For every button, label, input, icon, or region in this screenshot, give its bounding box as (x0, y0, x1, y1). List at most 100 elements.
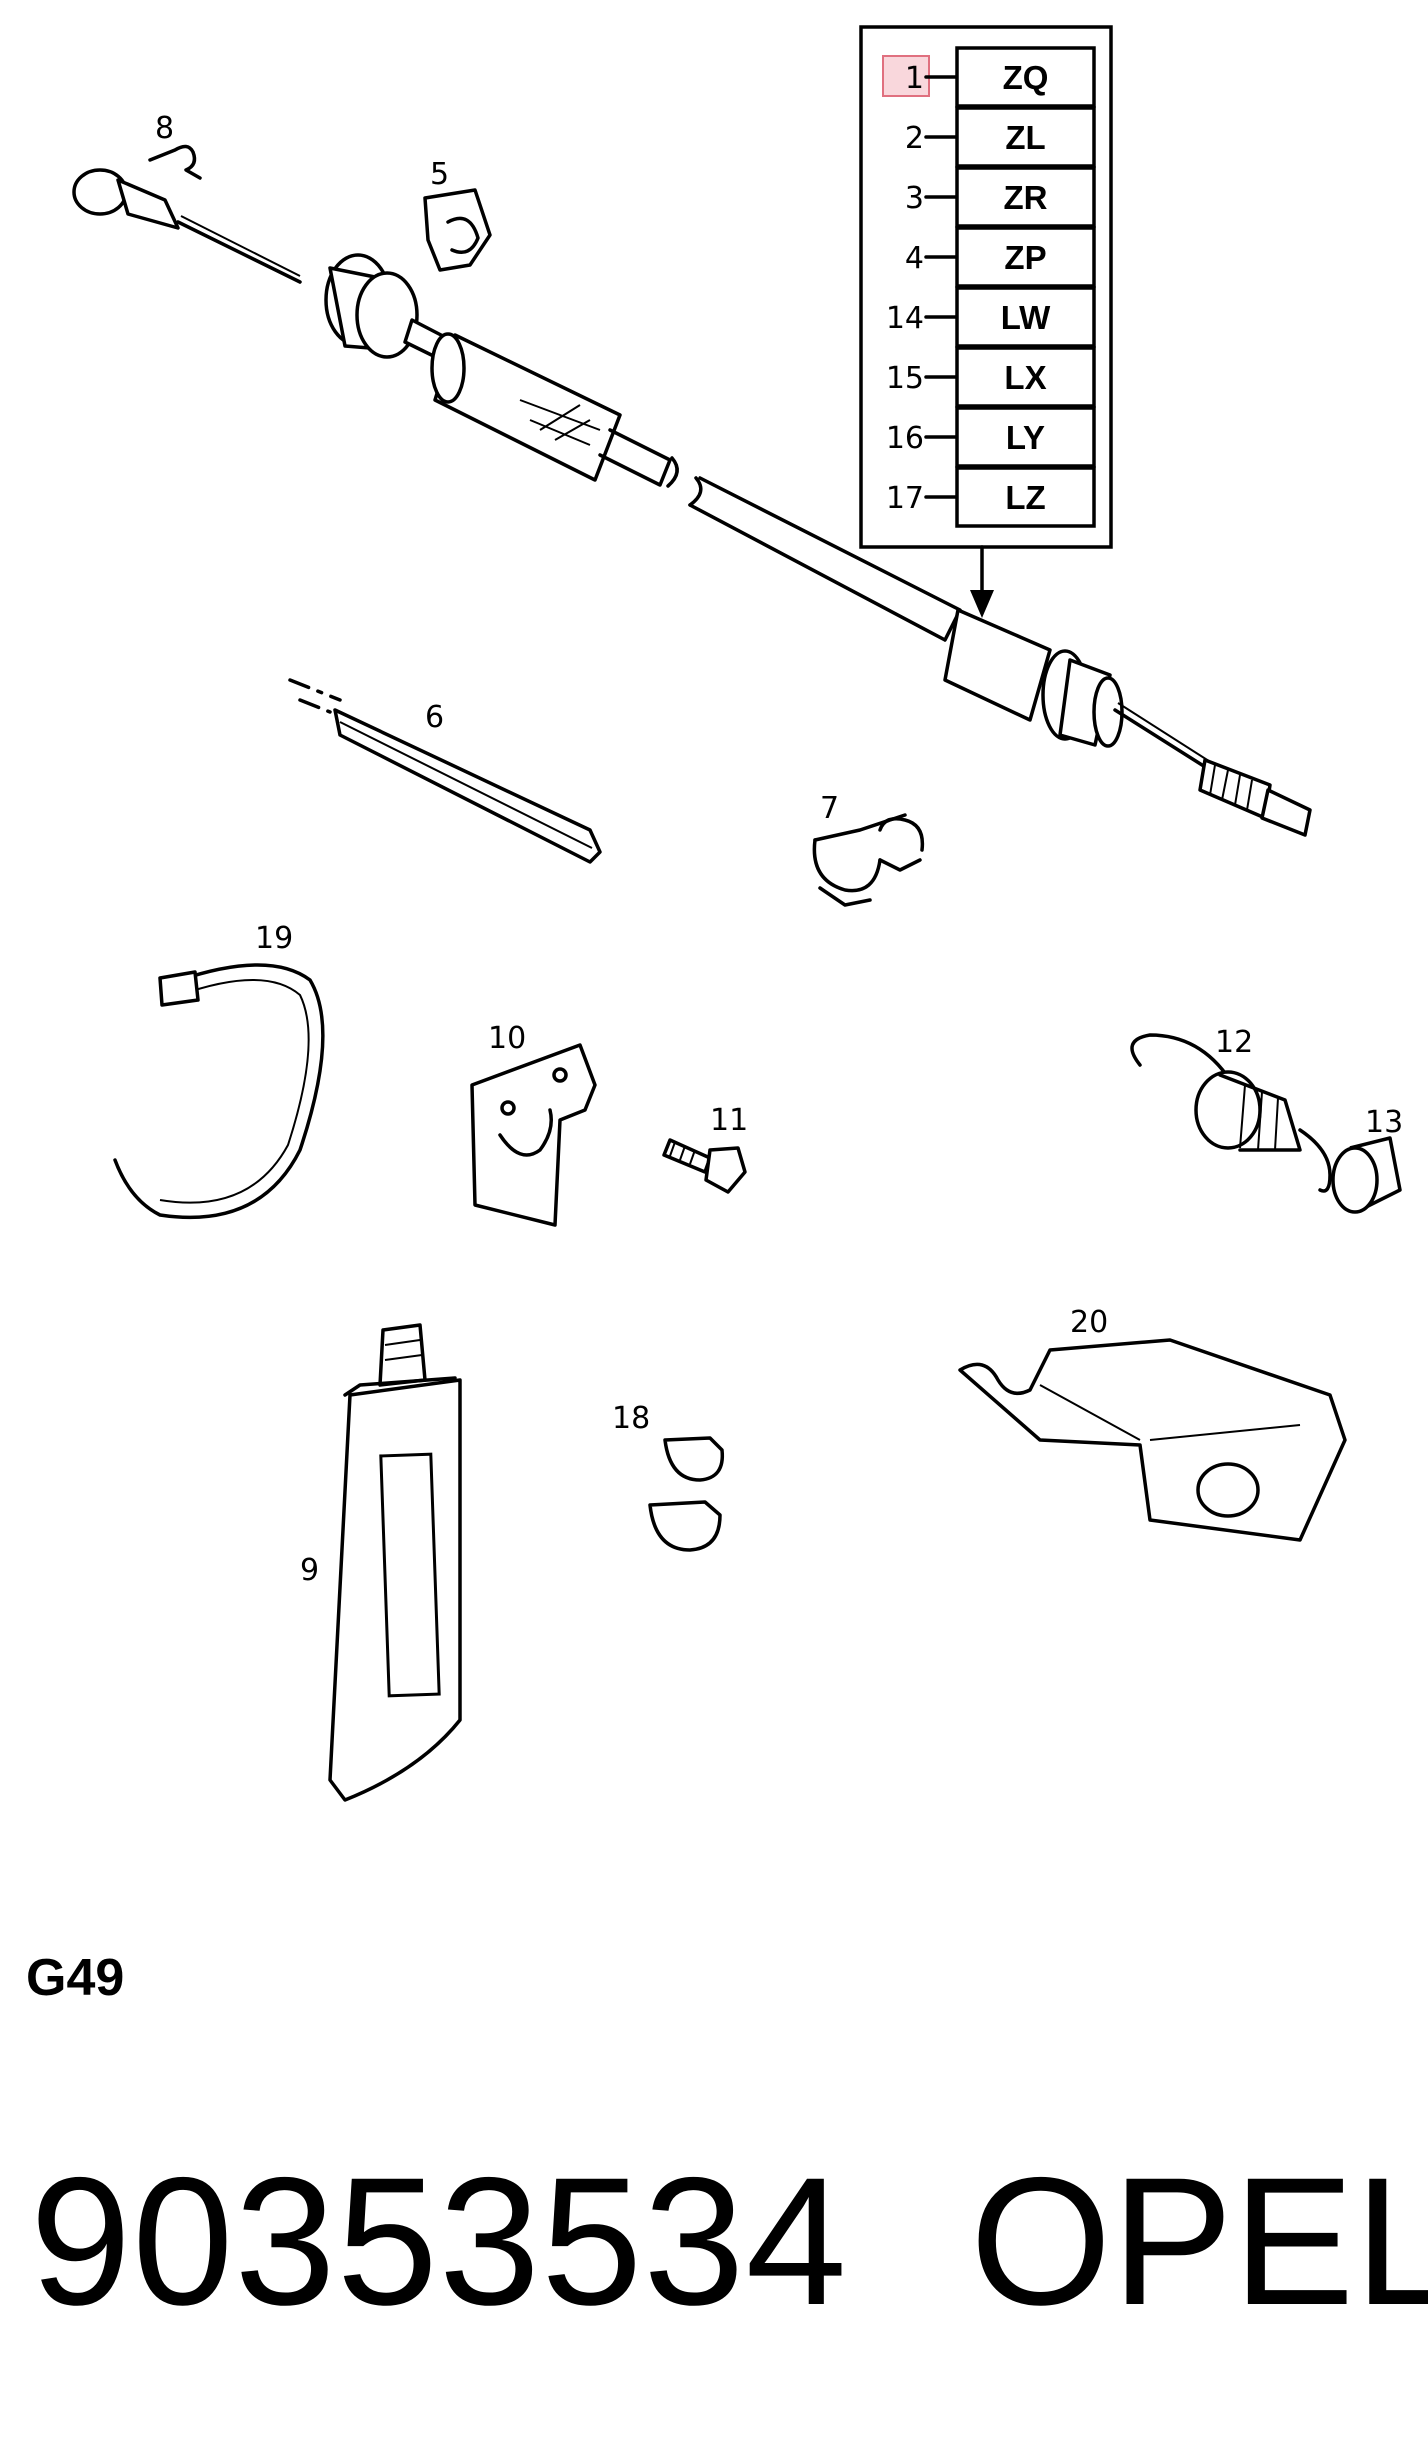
tube-9-cap-ridges (384, 1339, 423, 1361)
band-19-outer (113, 963, 325, 1220)
part-12-spring: 12 (1130, 1025, 1332, 1193)
spring-12-hook-left (1130, 1033, 1232, 1082)
cable-ball-end (72, 168, 128, 216)
variant-code-box (955, 286, 1096, 348)
front-ferrule (943, 608, 1052, 722)
strip-6-dashes (288, 678, 342, 714)
variant-number: 17 (886, 481, 924, 516)
variant-number: 15 (886, 361, 924, 396)
variant-row: 15 LX (886, 346, 1096, 408)
cable-inner-wire-right-b (1117, 702, 1213, 764)
leader-arrow-head (970, 590, 994, 618)
part-number: 90353534 (30, 2139, 848, 2343)
variant-row: 14 LW (886, 286, 1096, 348)
clip-7-base (818, 858, 922, 907)
clip-7-left (812, 838, 882, 893)
bracket-20-edges (1039, 1384, 1301, 1441)
part-20-bracket: 20 (958, 1305, 1347, 1542)
variant-code-box (955, 346, 1096, 408)
clip-18-lower (648, 1500, 722, 1552)
bracket-10-hole-2 (552, 1067, 568, 1083)
variant-row: 17 LZ (886, 466, 1096, 528)
clip-5-body (423, 188, 492, 272)
spring-12-coil-lines (1239, 1084, 1279, 1151)
part-8-clip: 8 (148, 111, 202, 180)
variant-number: 3 (905, 181, 924, 216)
variant-highlight (882, 55, 930, 97)
callout-20: 20 (1070, 1305, 1108, 1340)
spring-12-hook-right (1298, 1128, 1332, 1193)
bracket-10-slot (498, 1108, 553, 1157)
tube-9-body (328, 1378, 462, 1802)
part-11-bolt: 11 (662, 1103, 748, 1194)
callout-18: 18 (612, 1401, 650, 1436)
callout-12: 12 (1215, 1025, 1253, 1060)
bracket-10-hole-1 (500, 1100, 516, 1116)
variant-code: ZL (1005, 119, 1045, 156)
variant-code: LY (1006, 419, 1045, 456)
part-18-clips: 18 (612, 1401, 725, 1552)
variant-code: LX (1004, 359, 1046, 396)
bushing-13-face (1331, 1146, 1379, 1214)
cable-assembly (72, 168, 1312, 837)
conduit-break (666, 456, 703, 507)
threaded-end-tip (1260, 788, 1312, 837)
cable-inner-wire-left-b (180, 215, 301, 277)
sleeve-crosshatch (519, 399, 601, 446)
callout-11: 11 (710, 1103, 748, 1138)
bracket-20-hole (1196, 1462, 1260, 1518)
callout-6: 6 (425, 700, 444, 735)
part-5-clip: 5 (423, 157, 492, 272)
callout-5: 5 (430, 157, 449, 192)
variant-number: 4 (905, 241, 924, 276)
variant-code-box (955, 166, 1096, 228)
group-code: G49 (26, 1949, 125, 2007)
brand-name: OPEL (970, 2139, 1428, 2343)
conduit-segment-2 (688, 476, 962, 642)
callout-8: 8 (155, 111, 174, 146)
part-6-strip: 6 (288, 678, 602, 864)
spring-12-coil-1 (1194, 1070, 1262, 1150)
conduit-segment-1 (598, 428, 672, 487)
thread-lines (1209, 764, 1253, 811)
clip-7-right-top (878, 817, 925, 852)
variant-code: ZP (1004, 239, 1046, 276)
cable-sleeve-end (430, 332, 466, 404)
part-19-band: 19 (113, 921, 325, 1220)
callout-19: 19 (255, 921, 293, 956)
clip-8-shape (148, 144, 202, 180)
variant-code-box (955, 406, 1096, 468)
clip-7-bridge (813, 813, 907, 842)
variant-number: 16 (886, 421, 924, 456)
front-ferrule-cap-end (1092, 676, 1124, 748)
adjuster-nut-front (355, 271, 419, 359)
variant-code-box (955, 106, 1096, 168)
part-9-grease-tube: 9 (300, 1323, 462, 1802)
cable-end-ferrule (116, 178, 180, 230)
callout-10: 10 (488, 1021, 526, 1056)
variant-row: 4 ZP (905, 226, 1096, 288)
part-7-double-clip: 7 (812, 791, 925, 907)
callout-9: 9 (300, 1553, 319, 1588)
variant-number: 14 (886, 301, 924, 336)
variant-code-box (955, 46, 1096, 108)
variant-code: ZR (1004, 179, 1048, 216)
variant-code: LW (1001, 299, 1051, 336)
bolt-11-threads (669, 1141, 696, 1165)
variant-code: LZ (1005, 479, 1045, 516)
band-19-buckle (158, 970, 200, 1007)
spring-12-coil-body (1218, 1073, 1302, 1152)
cable-inner-wire-right (1113, 708, 1212, 772)
clip-18-upper (663, 1436, 725, 1482)
variant-code-box (955, 466, 1096, 528)
tube-9-shoulder (343, 1376, 457, 1397)
bracket-10-plate (470, 1043, 597, 1227)
bolt-11-head (704, 1146, 747, 1194)
clip-5-slot (446, 216, 480, 254)
callout-7: 7 (820, 791, 839, 826)
